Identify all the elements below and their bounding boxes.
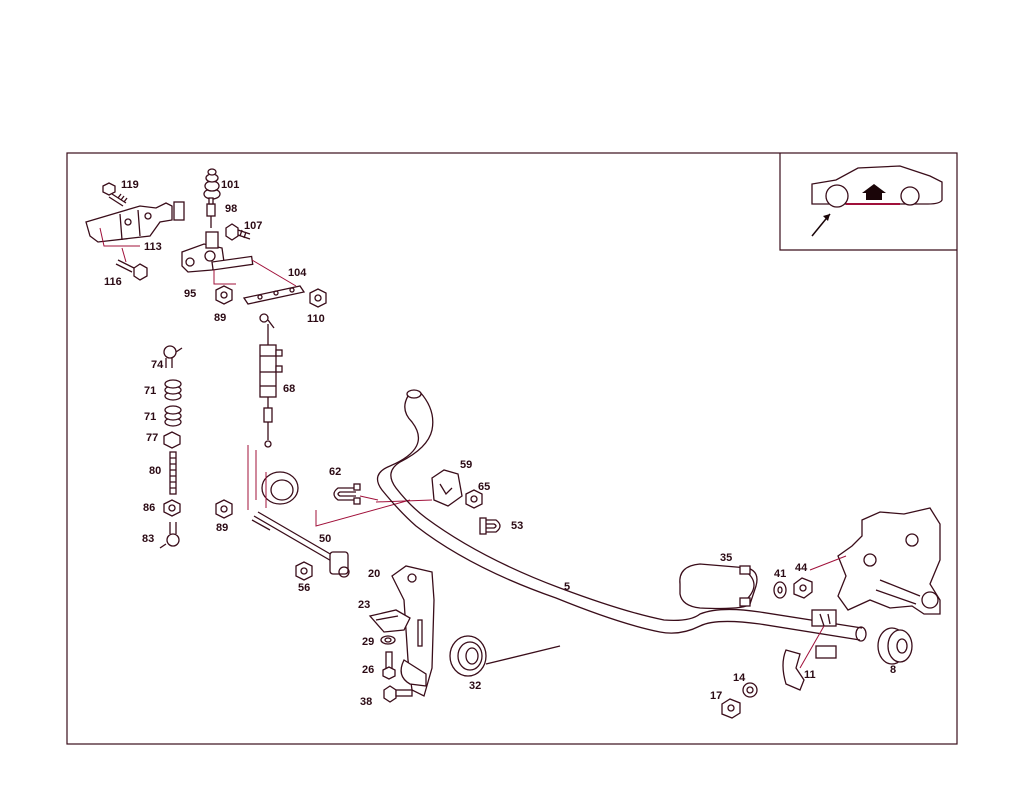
callout-86: 86 — [143, 502, 155, 514]
bushing-8-icon — [877, 627, 913, 665]
nut-89-top-icon — [215, 285, 233, 305]
car-front-axle-locator-icon — [811, 165, 943, 237]
callout-110: 110 — [307, 313, 325, 325]
u-bolt-53-icon — [479, 517, 501, 535]
callout-44: 44 — [795, 562, 808, 574]
nut-77-icon — [163, 431, 181, 449]
callout-71b: 71 — [144, 411, 156, 423]
callout-68: 68 — [283, 383, 295, 395]
level-rod-68-icon — [259, 313, 283, 448]
stud-80-icon — [169, 451, 177, 495]
callout-101: 101 — [221, 179, 239, 191]
callout-77: 77 — [146, 432, 158, 444]
callout-38: 38 — [360, 696, 372, 708]
callout-95: 95 — [184, 288, 196, 300]
callout-89-bottom: 89 — [216, 522, 228, 534]
callout-80: 80 — [149, 465, 161, 477]
nut-44-icon — [793, 577, 813, 599]
stabilizer-bar-5-icon — [376, 389, 867, 642]
clamp-11-icon — [782, 609, 837, 691]
nut-110-icon — [309, 288, 327, 308]
callout-32: 32 — [469, 680, 481, 692]
callout-104: 104 — [288, 267, 307, 279]
callout-98: 98 — [225, 203, 237, 215]
inset-locator — [779, 153, 957, 251]
washer-41-icon — [773, 581, 787, 599]
callout-65: 65 — [478, 481, 490, 493]
callout-59: 59 — [460, 459, 472, 471]
bushing-32-icon — [449, 635, 561, 677]
mounting-plate-113-icon — [85, 201, 185, 247]
callout-14: 14 — [733, 672, 746, 684]
bolt-26-icon — [382, 651, 396, 680]
callout-113: 113 — [144, 241, 162, 253]
nut-86-icon — [163, 499, 181, 517]
callout-74: 74 — [151, 359, 164, 371]
bolt-107-icon — [225, 223, 251, 241]
callout-53: 53 — [511, 520, 523, 532]
callout-107: 107 — [244, 220, 262, 232]
callout-41: 41 — [774, 568, 786, 580]
callout-71a: 71 — [144, 385, 156, 397]
callout-29: 29 — [362, 636, 374, 648]
ball-joint-83-icon — [159, 522, 180, 549]
bushing-59-icon — [375, 469, 463, 507]
callout-50: 50 — [319, 533, 331, 545]
callout-26: 26 — [362, 664, 374, 676]
callout-8: 8 — [890, 664, 896, 676]
callout-62: 62 — [329, 466, 341, 478]
bushing-71b-icon — [164, 405, 182, 427]
level-valve-95-icon — [181, 231, 254, 285]
bolt-116-icon — [115, 247, 148, 281]
left-small-parts — [159, 345, 183, 549]
fitting-98-icon — [206, 197, 216, 228]
bushing-71a-icon — [164, 379, 182, 401]
linkage-arm-50-icon — [215, 445, 411, 581]
callout-11: 11 — [804, 669, 816, 681]
callout-83: 83 — [142, 533, 154, 545]
diagram-frame — [66, 152, 958, 745]
steering-knuckle-icon — [809, 507, 941, 615]
clamp-35-icon — [679, 563, 758, 610]
clip-23-icon — [368, 609, 411, 633]
callout-119: 119 — [121, 179, 139, 191]
callout-56: 56 — [298, 582, 310, 594]
callout-23: 23 — [358, 599, 370, 611]
nut-65-icon — [465, 489, 483, 509]
callout-89-top: 89 — [214, 312, 226, 324]
washer-29-icon — [380, 635, 396, 645]
bump-stop-101-icon — [203, 168, 221, 200]
bolt-119-icon — [102, 182, 128, 207]
callout-5: 5 — [564, 581, 570, 593]
callout-17: 17 — [710, 690, 722, 702]
callout-labels: 119 101 98 107 113 116 95 104 89 110 74 … — [104, 179, 896, 708]
callout-35: 35 — [720, 552, 732, 564]
nut-17-icon — [721, 698, 741, 719]
callout-116: 116 — [104, 276, 122, 288]
u-bolt-62-icon — [333, 483, 379, 505]
ball-joint-74-icon — [163, 345, 183, 368]
washer-14-icon — [742, 682, 758, 698]
bracket-assembly — [85, 168, 327, 308]
callout-20: 20 — [368, 568, 380, 580]
link-104-icon — [242, 259, 306, 305]
bolt-38-icon — [383, 685, 413, 703]
mount-bracket-20-icon — [391, 565, 435, 697]
